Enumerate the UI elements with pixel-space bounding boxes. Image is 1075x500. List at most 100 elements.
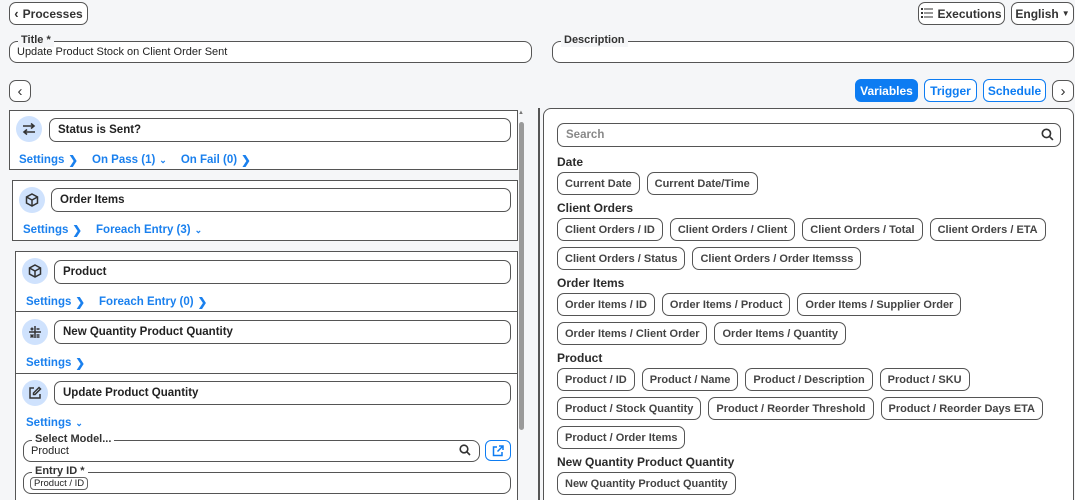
on-pass-label: On Pass (1) xyxy=(92,154,156,166)
calculator-icon xyxy=(22,319,48,345)
tab-trigger[interactable]: Trigger xyxy=(924,79,977,102)
chevron-right-icon: ❯ xyxy=(197,297,208,309)
variable-chip[interactable]: Client Orders / Status xyxy=(557,247,686,270)
chips-product-row2: Product / Stock Quantity Product / Reord… xyxy=(557,397,1043,420)
entry-id-label: Entry ID * xyxy=(32,465,88,478)
collapse-left-button[interactable]: ‹ xyxy=(9,80,31,102)
variable-chip[interactable]: Product / SKU xyxy=(879,368,970,391)
step-links: Settings❯ Foreach Entry (0)❯ xyxy=(26,295,207,309)
on-pass-link[interactable]: On Pass (1)⌄ xyxy=(92,153,167,167)
chevron-right-icon: ❯ xyxy=(75,297,86,309)
search-icon xyxy=(1041,128,1054,144)
foreach-entry-link[interactable]: Foreach Entry (3)⌄ xyxy=(96,223,202,237)
entry-id-chip[interactable]: Product / ID xyxy=(30,477,89,490)
chips-product-row3: Product / Order Items xyxy=(557,426,686,449)
settings-link[interactable]: Settings⌄ xyxy=(26,417,83,429)
step-name-input[interactable]: Product xyxy=(54,260,511,284)
chevron-left-icon: ‹ xyxy=(17,82,23,100)
variable-chip[interactable]: Order Items / Quantity xyxy=(714,322,847,345)
panel-divider[interactable] xyxy=(538,108,540,500)
settings-link[interactable]: Settings❯ xyxy=(19,153,78,167)
variable-chip[interactable]: Current Date/Time xyxy=(646,172,758,195)
step-status-is-sent: Status is Sent? Settings❯ On Pass (1)⌄ O… xyxy=(9,110,518,170)
settings-link[interactable]: Settings❯ xyxy=(26,356,85,370)
variable-chip[interactable]: Order Items / Supplier Order xyxy=(797,293,962,316)
chevron-right-icon: ❯ xyxy=(72,225,83,237)
chevron-right-icon: ❯ xyxy=(68,155,79,167)
variable-chip[interactable]: Product / Order Items xyxy=(557,426,686,449)
variable-chip[interactable]: Current Date xyxy=(557,172,640,195)
step-name-input[interactable]: Order Items xyxy=(51,188,511,212)
step-links: Settings❯ On Pass (1)⌄ On Fail (0)❯ xyxy=(19,153,251,167)
language-dropdown[interactable]: English ▼ xyxy=(1011,2,1074,25)
title-label: Title * xyxy=(18,34,54,47)
variable-chip[interactable]: Product / Reorder Days ETA xyxy=(880,397,1043,420)
language-label: English xyxy=(1015,6,1059,21)
open-external-button[interactable] xyxy=(485,440,511,461)
chevron-down-icon: ⌄ xyxy=(159,154,167,165)
chevron-right-icon: › xyxy=(1060,82,1066,100)
tab-variables-label: Variables xyxy=(860,83,913,98)
executions-label: Executions xyxy=(937,6,1002,21)
description-field[interactable]: Description xyxy=(552,34,1074,63)
title-field[interactable]: Title * Update Product Stock on Client O… xyxy=(9,34,532,63)
step-update-product-quantity: Update Product Quantity Settings⌄ Select… xyxy=(16,375,517,500)
variable-chip[interactable]: Client Orders / Order Itemsss xyxy=(692,247,862,270)
select-model-label: Select Model... xyxy=(32,433,115,446)
chips-date: Current Date Current Date/Time xyxy=(557,172,758,195)
settings-link[interactable]: Settings❯ xyxy=(23,223,82,237)
variable-chip[interactable]: Order Items / Client Order xyxy=(557,322,708,345)
conditional-icon xyxy=(16,116,42,142)
variable-chip[interactable]: New Quantity Product Quantity xyxy=(557,472,736,495)
select-model-field[interactable]: Select Model... Product xyxy=(23,433,480,462)
entry-id-field[interactable]: Entry ID * Product / ID xyxy=(23,465,511,494)
scroll-up-icon[interactable]: ▲ xyxy=(518,110,524,116)
variable-chip[interactable]: Product / Name xyxy=(641,368,739,391)
scroll-thumb[interactable] xyxy=(519,122,524,430)
variable-chip[interactable]: Client Orders / Total xyxy=(802,218,923,241)
variable-chip[interactable]: Client Orders / ETA xyxy=(929,218,1046,241)
select-model-value: Product xyxy=(31,445,69,457)
variable-chip[interactable]: Product / Reorder Threshold xyxy=(708,397,874,420)
chips-order-items-row1: Order Items / ID Order Items / Product O… xyxy=(557,293,962,316)
settings-label: Settings xyxy=(26,417,72,429)
settings-link[interactable]: Settings❯ xyxy=(26,295,85,309)
executions-button[interactable]: Executions xyxy=(918,2,1005,25)
variable-chip[interactable]: Order Items / ID xyxy=(557,293,655,316)
collapse-right-button[interactable]: › xyxy=(1052,80,1074,102)
variables-search-input[interactable]: Search xyxy=(557,123,1061,147)
step-links: Settings⌄ xyxy=(26,417,83,429)
on-fail-link[interactable]: On Fail (0)❯ xyxy=(181,153,251,167)
tab-variables[interactable]: Variables xyxy=(855,79,918,102)
tab-schedule-label: Schedule xyxy=(987,83,1042,98)
step-new-quantity: New Quantity Product Quantity Settings❯ xyxy=(16,313,517,374)
settings-label: Settings xyxy=(26,357,72,369)
steps-scrollbar[interactable]: ▲ xyxy=(518,110,526,500)
chips-new-quantity: New Quantity Product Quantity xyxy=(557,472,736,495)
description-label: Description xyxy=(561,34,628,47)
edit-icon xyxy=(22,380,48,406)
variable-chip[interactable]: Client Orders / ID xyxy=(557,218,663,241)
variable-chip[interactable]: Product / ID xyxy=(557,368,635,391)
step-links: Settings❯ Foreach Entry (3)⌄ xyxy=(23,223,202,237)
settings-label: Settings xyxy=(26,296,72,308)
box-icon xyxy=(19,187,45,213)
step-order-items: Order Items Settings❯ Foreach Entry (3)⌄ xyxy=(12,180,518,241)
variable-chip[interactable]: Product / Description xyxy=(745,368,873,391)
variable-chip[interactable]: Client Orders / Client xyxy=(669,218,796,241)
tab-trigger-label: Trigger xyxy=(930,83,971,98)
variable-chip[interactable]: Order Items / Product xyxy=(661,293,791,316)
search-placeholder: Search xyxy=(566,129,605,141)
step-name-input[interactable]: Update Product Quantity xyxy=(54,381,511,405)
caret-down-icon: ▼ xyxy=(1061,9,1070,18)
settings-label: Settings xyxy=(19,154,65,166)
chips-product-row1: Product / ID Product / Name Product / De… xyxy=(557,368,970,391)
foreach-entry-link[interactable]: Foreach Entry (0)❯ xyxy=(99,295,207,309)
step-name-input[interactable]: New Quantity Product Quantity xyxy=(54,320,511,344)
variable-chip[interactable]: Product / Stock Quantity xyxy=(557,397,702,420)
tab-schedule[interactable]: Schedule xyxy=(983,79,1046,102)
on-fail-label: On Fail (0) xyxy=(180,154,238,166)
step-name-input[interactable]: Status is Sent? xyxy=(49,118,511,142)
back-to-processes-button[interactable]: ‹ Processes xyxy=(9,2,88,25)
foreach-container: Product Settings❯ Foreach Entry (0)❯ New… xyxy=(15,251,518,500)
